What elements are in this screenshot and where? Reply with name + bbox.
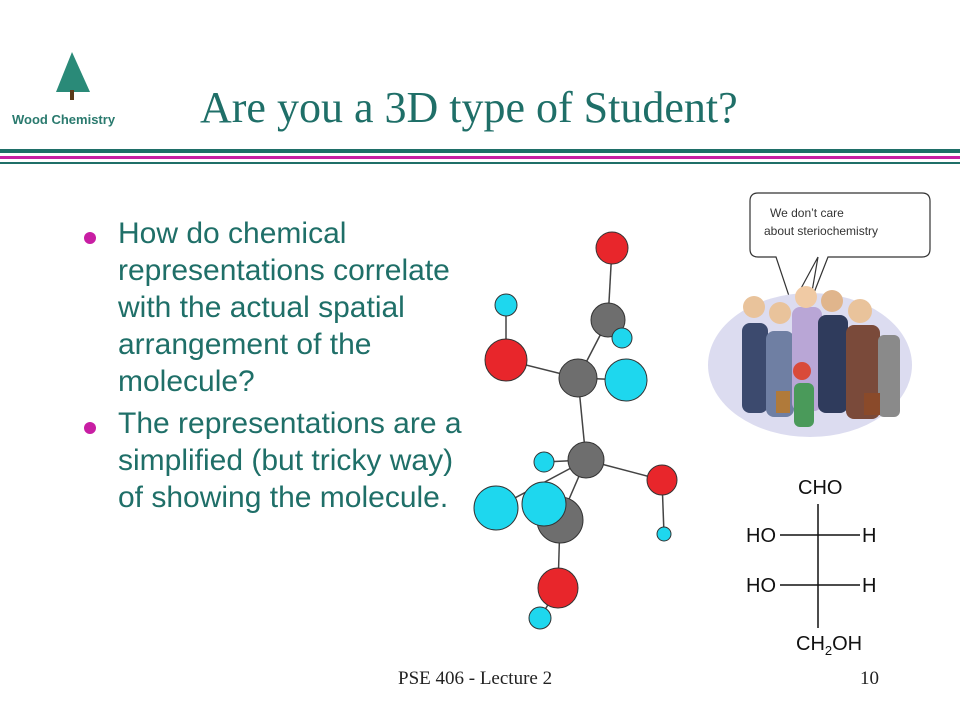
speech-bubble-line2: about steriochemistry [764,224,878,238]
fischer-projection: CHO HO H HO H CH2OH [746,477,876,658]
fischer-bottom-post: OH [832,633,862,655]
oxygen-atom-icon [646,464,678,496]
carbon-atom-icon [590,302,626,338]
bullet-dot-icon [84,422,96,434]
hydrogen-atom-icon [521,481,567,527]
carbon-atom-icon [558,358,598,398]
oxygen-atom-icon [484,338,528,382]
title-rule-bottom [0,162,960,164]
speech-bubble-icon [749,192,931,307]
oxygen-atom-icon [595,231,629,265]
hydrogen-atom-icon [528,606,552,630]
hydrogen-atom-icon [656,526,672,542]
tree-logo-icon [56,52,90,100]
molecule-atoms [473,231,678,630]
hydrogen-atom-icon [473,485,519,531]
fischer-left-1: HO [746,525,776,547]
page-title: Are you a 3D type of Student? [200,83,738,132]
oxygen-atom-icon [537,567,579,609]
fischer-right-1: H [862,525,876,547]
people-figures [742,286,900,427]
bullet-item: How do chemical representations correlat… [82,215,462,400]
fischer-bottom-sub: 2 [825,643,832,658]
hydrogen-atom-icon [604,358,648,402]
title-rule-top [0,149,960,153]
hydrogen-atom-icon [494,293,518,317]
ball-and-stick-molecule [473,231,678,630]
crowd-clipart: We don’t care about steriochemistry [708,192,931,437]
fischer-right-2: H [862,575,876,597]
logo-label: Wood Chemistry [12,112,116,127]
bullet-item: The representations are a simplified (bu… [82,405,462,516]
bullet-dot-icon [84,232,96,244]
hydrogen-atom-icon [533,451,555,473]
bullet-text: The representations are a simplified (bu… [118,407,462,514]
bullet-list: How do chemical representations correlat… [82,215,462,521]
molecule-bonds [495,247,665,619]
bullet-text: How do chemical representations correlat… [118,217,450,398]
title-rule-middle [0,156,960,159]
footer-lecture: PSE 406 - Lecture 2 [398,668,553,689]
hydrogen-atom-icon [611,327,633,349]
fischer-bottom-pre: CH [796,633,825,655]
fischer-top: CHO [798,477,842,499]
carbon-atom-icon [567,441,605,479]
speech-bubble-line1: We don’t care [770,206,844,220]
fischer-bottom: CH2OH [796,633,862,658]
fischer-lines [780,504,860,628]
fischer-left-2: HO [746,575,776,597]
footer-page-number: 10 [860,668,879,689]
